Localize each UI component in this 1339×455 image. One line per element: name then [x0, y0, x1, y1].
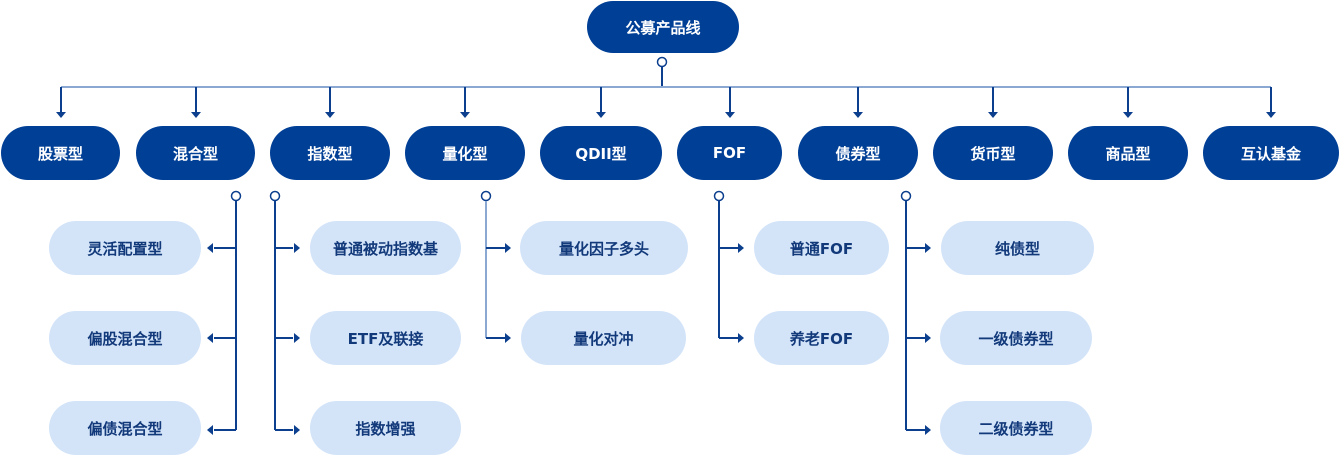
sub-pure-bond[interactable]: 纯债型 — [941, 221, 1094, 275]
category-mutual-recognition[interactable]: 互认基金 — [1203, 126, 1339, 180]
sub-label: 偏股混合型 — [87, 329, 163, 348]
arrow-down-icon — [191, 112, 201, 118]
arrow-down-icon — [988, 112, 998, 118]
category-label: 商品型 — [1105, 144, 1151, 163]
category-label: 量化型 — [442, 144, 488, 163]
arrow-down-icon — [56, 112, 66, 118]
category-money[interactable]: 货币型 — [933, 126, 1053, 180]
root-junction-icon — [656, 56, 668, 68]
sub-label: 灵活配置型 — [87, 239, 163, 258]
category-label: 股票型 — [37, 144, 83, 163]
sub-label: 二级债券型 — [978, 419, 1054, 438]
arrow-right-icon — [294, 425, 300, 435]
arrow-left-icon — [207, 425, 213, 435]
category-bond[interactable]: 债券型 — [798, 126, 918, 180]
category-label: 货币型 — [970, 144, 1016, 163]
sub-label: 普通FOF — [789, 239, 854, 258]
category-commodity[interactable]: 商品型 — [1068, 126, 1188, 180]
sub-secondary-bond[interactable]: 二级债券型 — [940, 401, 1092, 455]
branch-junction-icon — [269, 190, 281, 202]
arrow-right-icon — [738, 243, 744, 253]
sub-equity-hybrid[interactable]: 偏股混合型 — [49, 311, 201, 365]
arrow-left-icon — [207, 333, 213, 343]
arrow-down-icon — [725, 112, 735, 118]
sub-label: 普通被动指数基 — [332, 239, 438, 258]
arrow-right-icon — [925, 243, 931, 253]
category-index[interactable]: 指数型 — [270, 126, 390, 180]
category-stock[interactable]: 股票型 — [1, 126, 120, 180]
arrow-right-icon — [294, 333, 300, 343]
category-qdii[interactable]: QDII型 — [540, 126, 662, 180]
branch-junction-icon — [900, 190, 912, 202]
arrow-right-icon — [738, 333, 744, 343]
sub-label: 偏债混合型 — [87, 419, 163, 438]
category-label: 债券型 — [835, 144, 881, 163]
category-label: 指数型 — [307, 144, 353, 163]
sub-enhanced-index[interactable]: 指数增强 — [310, 401, 461, 455]
sub-label: 量化因子多头 — [558, 239, 649, 258]
category-label: FOF — [712, 144, 747, 162]
sub-flexible-allocation[interactable]: 灵活配置型 — [49, 221, 201, 275]
sub-label: 纯债型 — [994, 239, 1040, 258]
arrow-right-icon — [925, 333, 931, 343]
arrow-down-icon — [853, 112, 863, 118]
category-label: QDII型 — [575, 144, 627, 163]
arrow-down-icon — [1266, 112, 1276, 118]
sub-pension-fof[interactable]: 养老FOF — [754, 311, 889, 365]
sub-label: ETF及联接 — [347, 329, 424, 348]
sub-primary-bond[interactable]: 一级债券型 — [940, 311, 1092, 365]
category-quant[interactable]: 量化型 — [405, 126, 525, 180]
arrow-down-icon — [596, 112, 606, 118]
sub-bond-hybrid[interactable]: 偏债混合型 — [49, 401, 201, 455]
sub-label: 指数增强 — [355, 419, 416, 438]
arrow-down-icon — [460, 112, 470, 118]
sub-label: 一级债券型 — [978, 329, 1054, 348]
category-label: 互认基金 — [1240, 144, 1301, 163]
sub-passive-index[interactable]: 普通被动指数基 — [310, 221, 461, 275]
arrow-left-icon — [207, 243, 213, 253]
root-label: 公募产品线 — [625, 18, 701, 37]
arrow-right-icon — [505, 333, 511, 343]
category-label: 混合型 — [172, 144, 218, 163]
sub-label: 养老FOF — [789, 329, 854, 348]
branch-junction-icon — [230, 190, 242, 202]
branch-junction-icon — [480, 190, 492, 202]
arrow-down-icon — [1123, 112, 1133, 118]
sub-etf-feeder[interactable]: ETF及联接 — [310, 311, 461, 365]
branch-junction-icon — [713, 190, 725, 202]
category-fof[interactable]: FOF — [677, 126, 782, 180]
arrow-down-icon — [325, 112, 335, 118]
sub-regular-fof[interactable]: 普通FOF — [754, 221, 889, 275]
sub-quant-long[interactable]: 量化因子多头 — [520, 221, 688, 275]
sub-label: 量化对冲 — [573, 329, 634, 348]
arrow-right-icon — [925, 425, 931, 435]
arrow-right-icon — [294, 243, 300, 253]
sub-quant-hedge[interactable]: 量化对冲 — [521, 311, 686, 365]
category-hybrid[interactable]: 混合型 — [136, 126, 255, 180]
arrow-right-icon — [505, 243, 511, 253]
root-node[interactable]: 公募产品线 — [587, 1, 739, 53]
